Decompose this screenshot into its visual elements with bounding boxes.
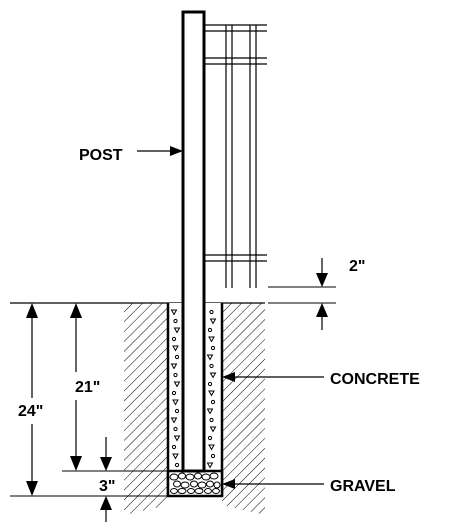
gravel-stone	[209, 472, 219, 480]
aggregate-triangle	[209, 426, 217, 433]
post-label: POST	[79, 147, 123, 164]
aggregate-triangle	[170, 309, 178, 316]
aggregate-triangle	[209, 318, 217, 325]
post-arrow	[137, 146, 183, 156]
aggregate-triangle	[208, 444, 215, 451]
gravel-stone	[173, 480, 181, 488]
aggregate-triangle	[206, 408, 214, 415]
aggregate-triangle	[173, 435, 181, 442]
aggregate-triangle	[206, 462, 214, 469]
gravel-stone	[194, 472, 202, 480]
gravel-stone	[197, 481, 207, 489]
aggregate-circle	[173, 372, 178, 378]
fence-panel	[204, 24, 267, 288]
aggregate-circle	[207, 381, 213, 387]
gravel-stone	[177, 488, 187, 494]
dimension-post-clearance	[268, 258, 336, 330]
aggregate-triangle	[208, 390, 215, 397]
aggregate-circle	[174, 354, 180, 360]
aggregate-triangle	[172, 399, 179, 406]
aggregate-circle	[209, 417, 214, 423]
ground-hatch-left	[124, 303, 168, 515]
gravel-stone	[187, 488, 195, 494]
gravel-arrow	[222, 479, 324, 489]
gravel-stone	[185, 473, 195, 481]
dimension-concrete-depth	[62, 303, 168, 472]
concrete-aggregate	[170, 309, 217, 469]
dimension-total-depth	[10, 303, 168, 497]
gravel-stone	[180, 481, 190, 489]
aggregate-triangle	[172, 345, 179, 352]
ground	[10, 302, 265, 515]
gravel-stone	[212, 488, 220, 494]
gravel-stone	[194, 488, 204, 494]
aggregate-triangle	[173, 327, 181, 334]
aggregate-triangle	[170, 417, 178, 424]
aggregate-circle	[207, 435, 213, 441]
aggregate-circle	[173, 426, 178, 432]
aggregate-circle	[173, 318, 178, 324]
aggregate-circle	[174, 462, 180, 468]
gravel-stone	[169, 473, 179, 481]
gravel-stone	[201, 473, 211, 481]
aggregate-triangle	[170, 363, 178, 370]
concrete-arrow	[222, 372, 324, 382]
post	[181, 10, 206, 473]
aggregate-triangle	[206, 354, 214, 361]
aggregate-circle	[171, 444, 177, 450]
dimension-concrete-depth-label: 21"	[75, 379, 100, 396]
aggregate-circle	[210, 453, 216, 459]
gravel-stone	[170, 488, 178, 494]
aggregate-circle	[171, 390, 177, 396]
aggregate-circle	[209, 309, 214, 315]
aggregate-circle	[207, 327, 213, 333]
dimension-gravel-depth-label: 3"	[99, 478, 115, 495]
aggregate-triangle	[208, 336, 215, 343]
aggregate-triangle	[172, 453, 179, 460]
aggregate-circle	[171, 336, 177, 342]
dimension-gravel-depth	[100, 437, 112, 522]
aggregate-circle	[209, 363, 214, 369]
aggregate-circle	[174, 408, 180, 414]
aggregate-triangle	[173, 381, 181, 388]
gravel-stone	[206, 480, 214, 488]
gravel-bed	[166, 469, 224, 498]
aggregate-triangle	[209, 372, 217, 379]
gravel-stone	[213, 481, 221, 489]
dimension-post-clearance-label: 2"	[349, 258, 365, 275]
dimension-total-depth-label: 24"	[18, 403, 43, 420]
aggregate-circle	[210, 399, 216, 405]
gravel-stone	[178, 472, 186, 480]
gravel-label: GRAVEL	[330, 478, 396, 495]
aggregate-circle	[210, 345, 216, 351]
gravel-stone	[204, 488, 212, 494]
gravel-stone	[190, 480, 198, 488]
ground-hatch-right	[222, 303, 265, 515]
concrete-label: CONCRETE	[330, 371, 420, 388]
